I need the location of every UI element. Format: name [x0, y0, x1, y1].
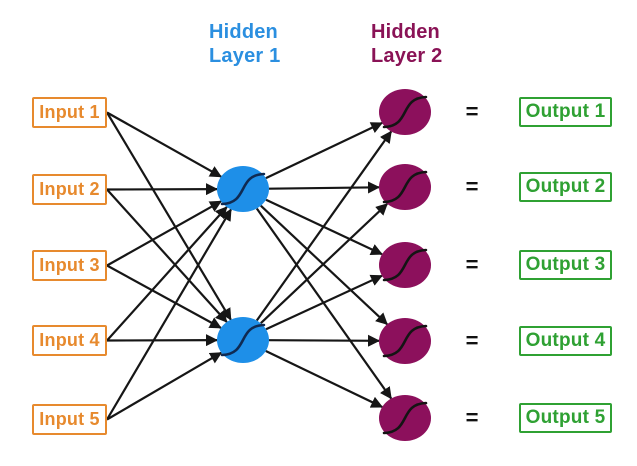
sigmoid-curve-icon	[382, 401, 428, 435]
output-2-box: Output 2	[519, 172, 612, 202]
equals-sign-5: =	[465, 405, 479, 430]
output-3-box: Output 3	[519, 250, 612, 280]
equals-sign-3: =	[465, 252, 479, 277]
equals-sign-2: =	[465, 174, 479, 199]
equals-sign-4: =	[465, 328, 479, 353]
output-1-box: Output 1	[519, 97, 612, 127]
input-3-box: Input 3	[32, 250, 107, 281]
hidden-layer-2-title: Hidden Layer 2	[371, 21, 443, 67]
input-2-box: Input 2	[32, 174, 107, 205]
sigmoid-curve-icon	[382, 248, 428, 282]
edge-input-4-h1-1	[106, 206, 228, 342]
edge-input-5-h1-2	[106, 351, 223, 421]
output-4-box: Output 4	[519, 326, 612, 356]
edge-input-3-h1-2	[106, 264, 222, 329]
edge-h1-2-h2-4	[268, 334, 380, 347]
equals-sign-1: =	[465, 99, 479, 124]
hidden-layer-1-title: Hidden Layer 1	[209, 21, 281, 67]
edge-h1-2-h2-1	[255, 130, 393, 322]
edge-input-3-h1-1	[106, 200, 222, 267]
input-1-box: Input 1	[32, 97, 107, 128]
sigmoid-curve-icon	[382, 95, 428, 129]
output-5-box: Output 5	[519, 403, 612, 433]
edge-h1-2-h2-3	[265, 274, 383, 331]
edge-input-1-h1-2	[106, 111, 232, 321]
edge-h1-2-h2-2	[260, 203, 388, 324]
edge-h1-1-h2-1	[265, 121, 384, 180]
edge-h1-2-h2-5	[265, 350, 384, 408]
input-5-box: Input 5	[32, 404, 107, 435]
edge-input-1-h1-1	[106, 111, 222, 178]
edge-input-5-h1-1	[106, 208, 232, 421]
input-4-box: Input 4	[32, 325, 107, 356]
sigmoid-curve-icon	[382, 324, 428, 358]
sigmoid-curve-icon	[220, 172, 266, 206]
edge-input-2-h1-2	[106, 188, 228, 323]
edge-h1-1-h2-2	[268, 181, 380, 194]
sigmoid-curve-icon	[382, 170, 428, 204]
sigmoid-curve-icon	[220, 323, 266, 357]
